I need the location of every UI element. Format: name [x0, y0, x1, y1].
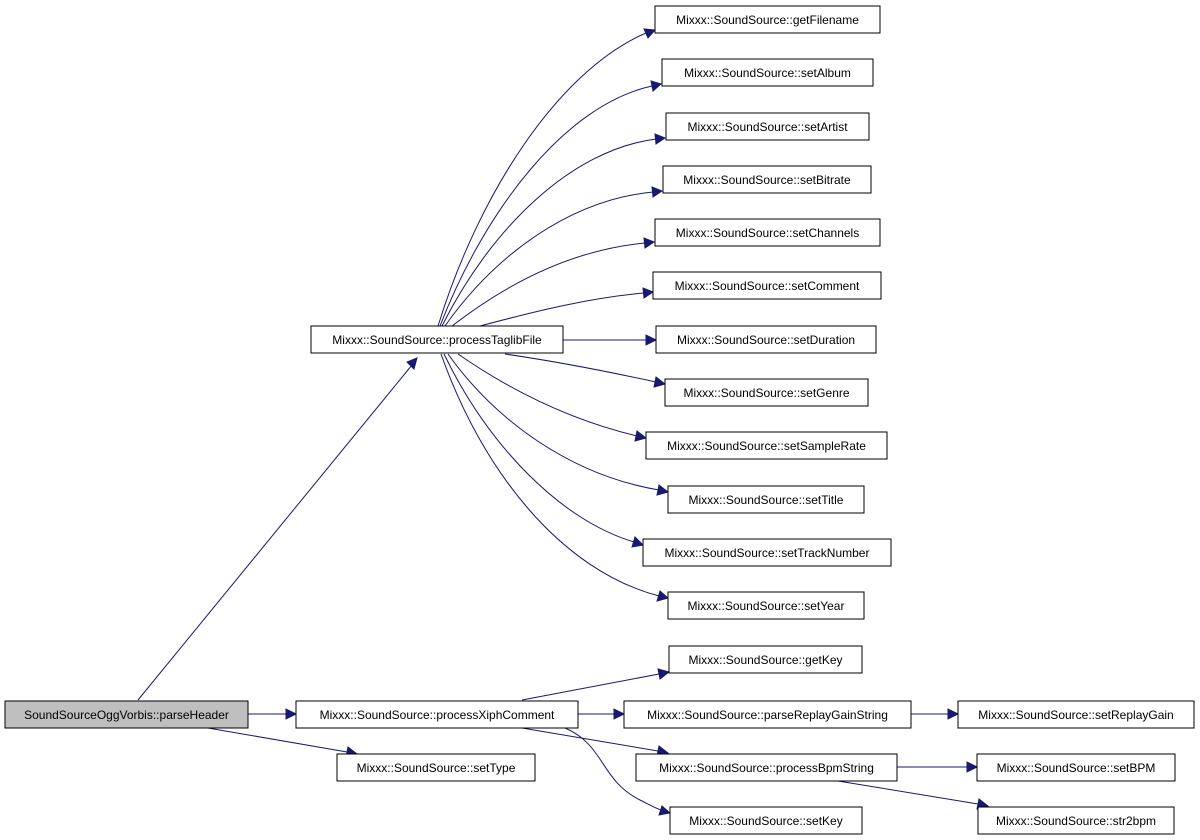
- node-setArtist[interactable]: Mixxx::SoundSource::setArtist: [665, 112, 870, 141]
- node-setAlbum[interactable]: Mixxx::SoundSource::setAlbum: [661, 58, 874, 87]
- node-label: Mixxx::SoundSource::setDuration: [677, 333, 855, 347]
- node-setSampleRate[interactable]: Mixxx::SoundSource::setSampleRate: [645, 431, 888, 460]
- node-getKey[interactable]: Mixxx::SoundSource::getKey: [668, 645, 863, 674]
- node-label: Mixxx::SoundSource::setArtist: [687, 120, 848, 134]
- edge-processTaglibFile-setComment: [479, 287, 655, 327]
- node-setReplayGain[interactable]: Mixxx::SoundSource::setReplayGain: [957, 700, 1195, 729]
- node-processTaglibFile[interactable]: Mixxx::SoundSource::processTaglibFile: [310, 325, 564, 354]
- node-setTrackNumber[interactable]: Mixxx::SoundSource::setTrackNumber: [642, 538, 892, 567]
- node-setKey[interactable]: Mixxx::SoundSource::setKey: [669, 806, 863, 835]
- edge-processXiphComment-setKey: [564, 727, 672, 816]
- edge-parseReplayGainString-setReplayGain: [911, 708, 960, 720]
- edge-parseHeader-processXiphComment: [248, 708, 298, 720]
- node-label: Mixxx::SoundSource::setSampleRate: [667, 439, 866, 453]
- node-label: Mixxx::SoundSource::setKey: [689, 814, 842, 828]
- node-parseHeader[interactable]: SoundSourceOggVorbis::parseHeader: [4, 700, 249, 729]
- edge-processTaglibFile-setGenre: [504, 353, 667, 388]
- node-setBitrate[interactable]: Mixxx::SoundSource::setBitrate: [662, 165, 872, 194]
- edge-processTaglibFile-setArtist: [441, 133, 667, 327]
- node-setGenre[interactable]: Mixxx::SoundSource::setGenre: [664, 378, 869, 407]
- node-setTitle[interactable]: Mixxx::SoundSource::setTitle: [667, 485, 865, 514]
- edge-processTaglibFile-setChannels: [451, 237, 656, 327]
- node-label: SoundSourceOggVorbis::parseHeader: [24, 708, 229, 722]
- edge-parseHeader-processTaglibFile: [137, 357, 418, 701]
- node-label: Mixxx::SoundSource::str2bpm: [996, 814, 1156, 828]
- node-label: Mixxx::SoundSource::getFilename: [676, 13, 859, 27]
- node-layer: SoundSourceOggVorbis::parseHeader Mixxx:…: [4, 5, 1195, 835]
- node-label: Mixxx::SoundSource::processBpmString: [659, 761, 874, 775]
- edge-processBpmString-str2bpm: [837, 780, 990, 810]
- node-label: Mixxx::SoundSource::setReplayGain: [978, 708, 1173, 722]
- node-processXiphComment[interactable]: Mixxx::SoundSource::processXiphComment: [295, 700, 579, 729]
- edge-processTaglibFile-setTrackNumber: [443, 353, 645, 548]
- node-processBpmString[interactable]: Mixxx::SoundSource::processBpmString: [635, 753, 898, 782]
- node-setType[interactable]: Mixxx::SoundSource::setType: [336, 753, 536, 782]
- node-label: Mixxx::SoundSource::setChannels: [676, 226, 859, 240]
- edge-processTaglibFile-setBitrate: [444, 186, 664, 327]
- node-setBPM[interactable]: Mixxx::SoundSource::setBPM: [976, 753, 1176, 782]
- edge-processTaglibFile-getFilename: [437, 28, 657, 327]
- node-getFilename[interactable]: Mixxx::SoundSource::getFilename: [654, 5, 881, 34]
- node-parseReplayGainString[interactable]: Mixxx::SoundSource::parseReplayGainStrin…: [623, 700, 912, 729]
- node-label: Mixxx::SoundSource::setTrackNumber: [665, 546, 870, 560]
- node-setYear[interactable]: Mixxx::SoundSource::setYear: [667, 591, 865, 620]
- edge-processTaglibFile-setSampleRate: [457, 353, 648, 442]
- node-label: Mixxx::SoundSource::setBitrate: [683, 173, 851, 187]
- node-label: Mixxx::SoundSource::processTaglibFile: [332, 333, 542, 347]
- node-label: Mixxx::SoundSource::setAlbum: [684, 66, 851, 80]
- node-label: Mixxx::SoundSource::parseReplayGainStrin…: [647, 708, 888, 722]
- edge-layer: [137, 28, 990, 816]
- node-label: Mixxx::SoundSource::setGenre: [683, 386, 849, 400]
- node-setComment[interactable]: Mixxx::SoundSource::setComment: [652, 271, 882, 300]
- edge-processXiphComment-getKey: [521, 668, 671, 701]
- edge-processXiphComment-parseReplayGainString: [578, 708, 626, 720]
- node-setDuration[interactable]: Mixxx::SoundSource::setDuration: [655, 325, 877, 354]
- edge-processTaglibFile-setTitle: [447, 353, 670, 496]
- node-label: Mixxx::SoundSource::setYear: [688, 599, 845, 613]
- node-label: Mixxx::SoundSource::getKey: [688, 653, 842, 667]
- node-label: Mixxx::SoundSource::setComment: [675, 279, 860, 293]
- node-label: Mixxx::SoundSource::setType: [357, 761, 516, 775]
- node-label: Mixxx::SoundSource::setBPM: [997, 761, 1156, 775]
- node-label: Mixxx::SoundSource::processXiphComment: [320, 708, 555, 722]
- edge-processBpmString-setBPM: [897, 761, 979, 773]
- node-str2bpm[interactable]: Mixxx::SoundSource::str2bpm: [977, 806, 1175, 835]
- edge-processTaglibFile-setYear: [440, 353, 670, 602]
- edge-processTaglibFile-setAlbum: [439, 80, 663, 327]
- edge-parseHeader-setType: [207, 727, 359, 758]
- node-label: Mixxx::SoundSource::setTitle: [689, 493, 844, 507]
- edge-processTaglibFile-setDuration: [563, 334, 658, 346]
- node-setChannels[interactable]: Mixxx::SoundSource::setChannels: [654, 218, 881, 247]
